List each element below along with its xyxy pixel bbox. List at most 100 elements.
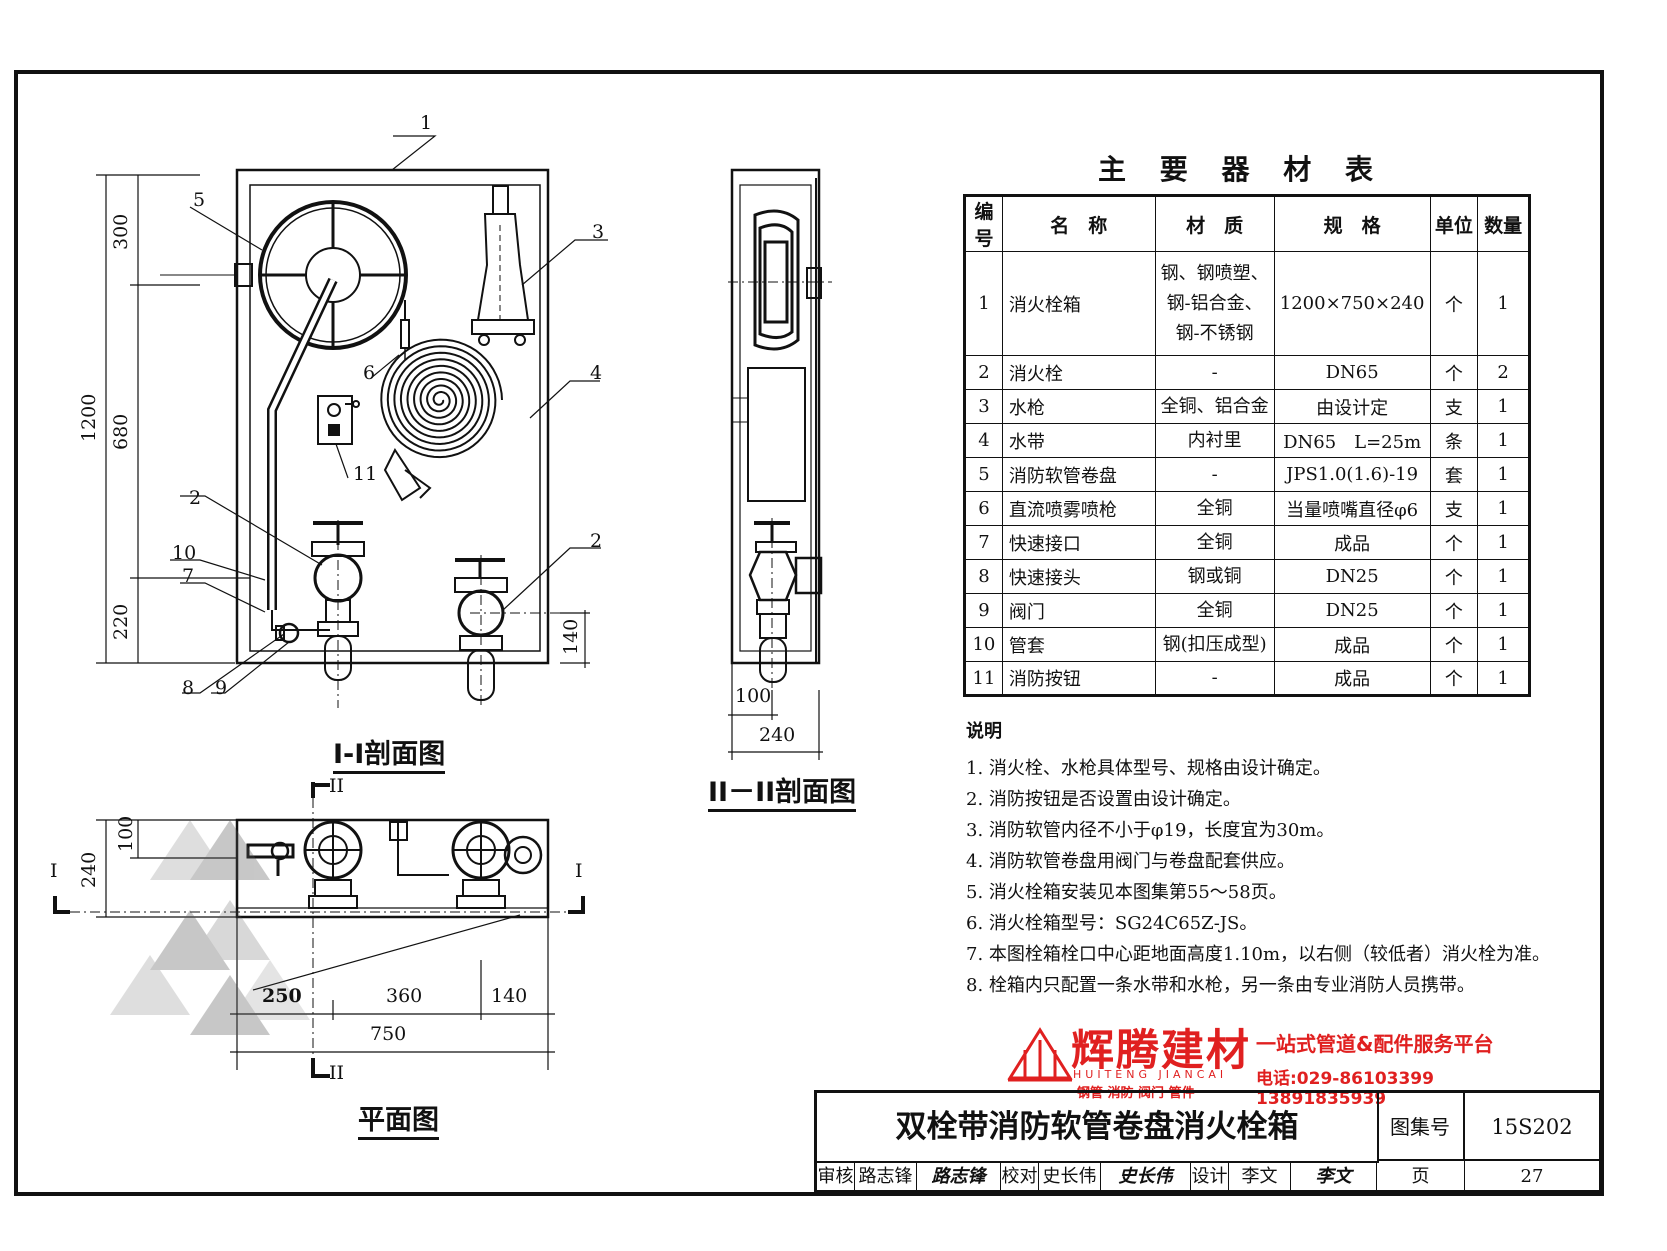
cell-no: 2	[964, 355, 1003, 390]
logo-name-cn: 辉腾建材	[1071, 1026, 1251, 1076]
page-label: 页	[1377, 1161, 1465, 1193]
cell-spec: DN65	[1273, 355, 1431, 390]
material-line: 钢(扣压成型)	[1162, 633, 1267, 655]
cell-no: 8	[964, 559, 1003, 594]
col-header-qty: 数量	[1477, 195, 1530, 252]
callout-9: 9	[215, 677, 228, 699]
dim-140-valve: 140	[560, 618, 582, 655]
cell-unit: 套	[1429, 457, 1479, 492]
material-line: 全铜、铝合金	[1160, 395, 1269, 417]
material-line: -	[1211, 463, 1218, 485]
dim-plan-360: 360	[386, 985, 423, 1007]
title-block: 双栓带消防软管卷盘消火栓箱 图集号 15S202 审核 路志锋 路志锋 校对 史…	[814, 1090, 1602, 1193]
material-line: 全铜	[1196, 531, 1233, 553]
cell-name: 消防软管卷盘	[1001, 457, 1156, 492]
cell-unit: 个	[1429, 251, 1479, 356]
cell-name: 阀门	[1001, 593, 1156, 628]
note-item: 7. 本图栓箱栓口中心距地面高度1.10m，以右侧（较低者）消火栓为准。	[966, 944, 1551, 965]
cell-qty: 1	[1477, 457, 1530, 492]
cell-unit: 个	[1429, 355, 1479, 390]
note-item: 4. 消防软管卷盘用阀门与卷盘配套供应。	[966, 851, 1295, 872]
plan-title: 平面图	[358, 1098, 439, 1140]
cell-spec: DN65 L=25m	[1273, 423, 1431, 458]
cell-name: 水枪	[1001, 389, 1156, 424]
cell-name: 直流喷雾喷枪	[1001, 491, 1156, 526]
cell-spec: DN25	[1273, 559, 1431, 594]
section-2-title: II－II剖面图	[708, 770, 857, 812]
cell-name: 消防按钮	[1001, 661, 1156, 696]
dim-plan-240: 240	[78, 851, 100, 888]
note-item: 5. 消火栓箱安装见本图集第55～58页。	[966, 882, 1287, 903]
cell-material: 钢、钢喷塑、钢-铝合金、钢-不锈钢	[1154, 251, 1275, 356]
material-line: 全铜	[1196, 599, 1233, 621]
reviewer-signature: 路志锋	[917, 1161, 1001, 1193]
material-line: 全铜	[1196, 497, 1233, 519]
cell-qty: 1	[1477, 423, 1530, 458]
cell-no: 6	[964, 491, 1003, 526]
material-line: 钢或铜	[1187, 565, 1242, 587]
logo-mark	[1007, 1027, 1073, 1082]
cell-unit: 个	[1429, 559, 1479, 594]
cell-unit: 个	[1429, 627, 1479, 662]
cut-mark-ii-top: II	[329, 775, 345, 797]
cell-qty: 1	[1477, 559, 1530, 594]
cell-name: 快速接口	[1001, 525, 1156, 560]
cell-unit: 条	[1429, 423, 1479, 458]
callout-2-right: 2	[590, 530, 603, 552]
reviewer-name: 路志锋	[855, 1161, 917, 1193]
col-header-material: 材 质	[1154, 195, 1275, 252]
material-line: 钢-不锈钢	[1175, 322, 1254, 344]
cell-material: 内衬里	[1154, 423, 1275, 458]
dim-side-240: 240	[759, 724, 796, 746]
dim-side-100: 100	[735, 685, 772, 707]
dim-plan-140: 140	[491, 985, 528, 1007]
cell-no: 9	[964, 593, 1003, 628]
cut-mark-i-right: I	[575, 860, 583, 882]
designer-signature: 李文	[1291, 1161, 1377, 1193]
side-view	[728, 168, 832, 760]
notes-heading: 说明	[966, 721, 1002, 742]
cell-material: 钢(扣压成型)	[1154, 627, 1275, 662]
note-item: 6. 消火栓箱型号：SG24C65Z-JS。	[966, 913, 1258, 934]
atlas-label: 图集号	[1377, 1093, 1465, 1161]
col-header-spec: 规 格	[1273, 195, 1431, 252]
cell-qty: 1	[1477, 389, 1530, 424]
cell-spec: 成品	[1273, 661, 1431, 696]
logo-tagline: 一站式管道&配件服务平台	[1256, 1032, 1494, 1056]
cell-no: 4	[964, 423, 1003, 458]
note-item: 3. 消防软管内径不小于φ19，长度宜为30m。	[966, 820, 1335, 841]
cell-spec: DN25	[1273, 593, 1431, 628]
note-item: 8. 栓箱内只配置一条水带和水枪，另一条由专业消防人员携带。	[966, 975, 1475, 996]
material-line: -	[1211, 667, 1218, 688]
cell-material: -	[1154, 355, 1275, 390]
cell-no: 1	[964, 251, 1003, 356]
dim-plan-750: 750	[370, 1023, 407, 1045]
note-item: 2. 消防按钮是否设置由设计确定。	[966, 789, 1241, 810]
side-hose-coil	[753, 209, 800, 351]
cell-no: 10	[964, 627, 1003, 662]
cell-unit: 支	[1429, 389, 1479, 424]
cell-material: -	[1154, 661, 1275, 696]
material-line: 钢-铝合金、	[1166, 292, 1263, 314]
checker-signature: 史长伟	[1101, 1161, 1191, 1193]
table-header-row: 编号 名 称 材 质 规 格 单位 数量	[964, 195, 1530, 252]
dim-680: 680	[110, 413, 132, 450]
material-table-title: 主 要 器 材 表	[1098, 153, 1385, 186]
cell-qty: 1	[1477, 661, 1530, 696]
notes: 说明 1. 消火栓、水枪具体型号、规格由设计确定。 2. 消防按钮是否设置由设计…	[966, 717, 1550, 1001]
cell-unit: 个	[1429, 661, 1479, 696]
cell-qty: 1	[1477, 251, 1530, 356]
cell-spec: 1200×750×240	[1273, 251, 1431, 356]
cell-name: 管套	[1001, 627, 1156, 662]
plan-view	[53, 782, 585, 1078]
cell-material: 全铜	[1154, 491, 1275, 526]
cell-name: 快速接头	[1001, 559, 1156, 594]
callout-8: 8	[182, 677, 195, 699]
front-view	[96, 135, 608, 708]
cell-material: 全铜、铝合金	[1154, 389, 1275, 424]
